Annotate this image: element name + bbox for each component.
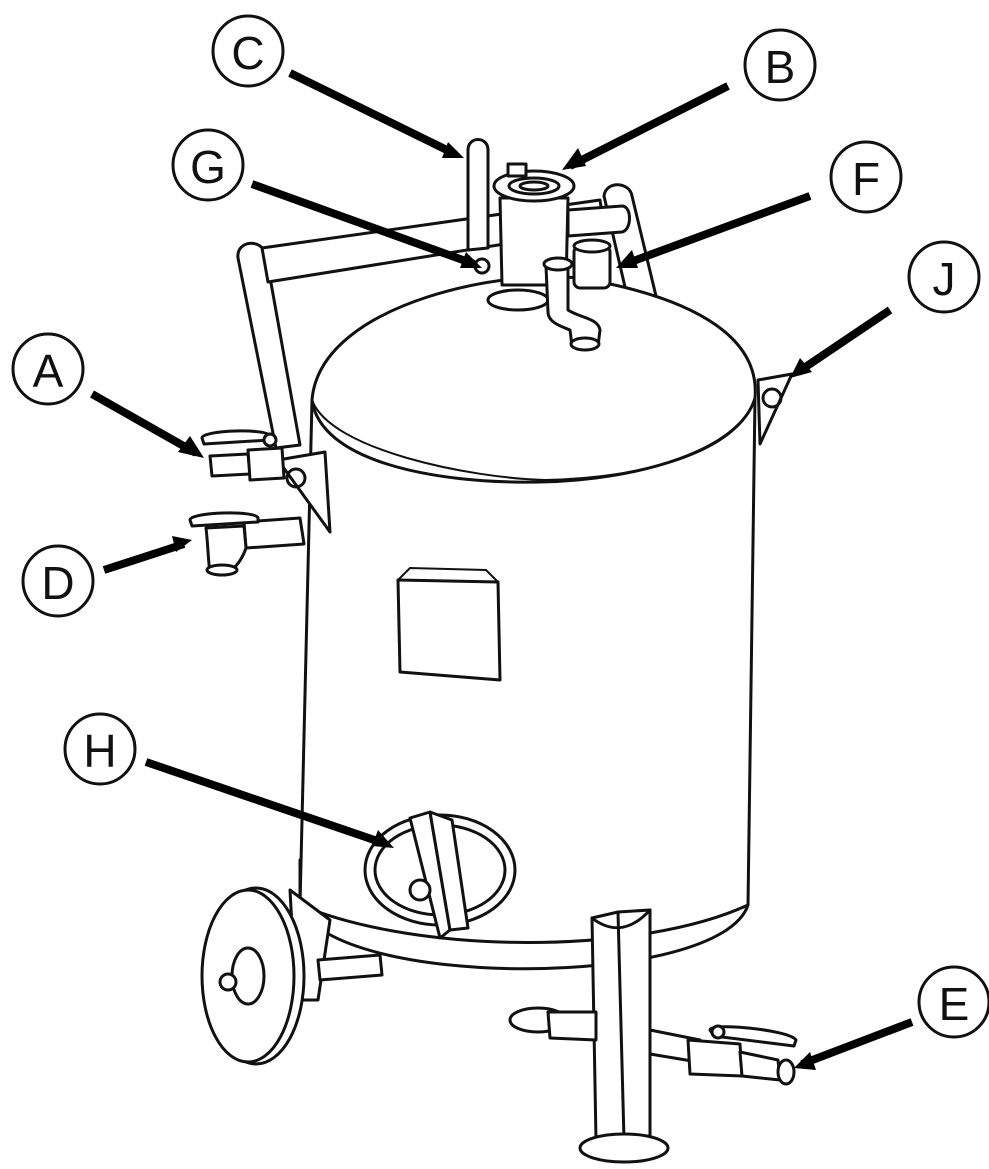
water-drain-valve bbox=[188, 511, 306, 577]
callout-f: F bbox=[829, 140, 903, 214]
callout-label-e: E bbox=[939, 978, 970, 1030]
leader-arrow-j bbox=[795, 306, 893, 376]
air-inlet-valve bbox=[200, 429, 286, 482]
top-fill-assembly bbox=[466, 138, 631, 352]
callout-d: D bbox=[21, 544, 95, 618]
leader-arrow-a bbox=[90, 390, 198, 457]
lifting-lug-left bbox=[276, 450, 332, 534]
callout-c: C bbox=[211, 14, 285, 88]
callout-label-f: F bbox=[852, 153, 880, 205]
callout-j: J bbox=[907, 240, 981, 314]
callout-label-c: C bbox=[231, 27, 264, 79]
metering-valve-piping bbox=[508, 1006, 798, 1086]
callout-label-g: G bbox=[190, 141, 226, 193]
callout-label-d: D bbox=[41, 557, 74, 609]
leader-arrow-f bbox=[623, 192, 812, 268]
callout-b: B bbox=[743, 28, 817, 102]
tank-body bbox=[298, 275, 757, 971]
callout-label-j: J bbox=[933, 253, 956, 305]
leader-arrow-h bbox=[144, 758, 388, 848]
wheel-assembly bbox=[200, 886, 384, 1066]
leader-arrow-d bbox=[102, 540, 186, 574]
front-leg bbox=[578, 908, 670, 1164]
callout-h: H bbox=[63, 712, 137, 786]
inspection-port bbox=[363, 810, 517, 940]
leader-arrow-b bbox=[568, 82, 730, 170]
leader-arrow-g bbox=[250, 180, 476, 268]
callout-label-b: B bbox=[765, 41, 796, 93]
callout-a: A bbox=[11, 332, 85, 406]
leader-arrow-c bbox=[288, 69, 457, 158]
callout-label-a: A bbox=[33, 345, 64, 397]
callout-g: G bbox=[171, 128, 245, 202]
lifting-lug-right bbox=[756, 372, 794, 446]
callout-e: E bbox=[917, 965, 989, 1039]
leader-arrows bbox=[90, 69, 914, 1070]
callout-label-h: H bbox=[83, 725, 116, 777]
leader-arrow-e bbox=[800, 1018, 914, 1068]
